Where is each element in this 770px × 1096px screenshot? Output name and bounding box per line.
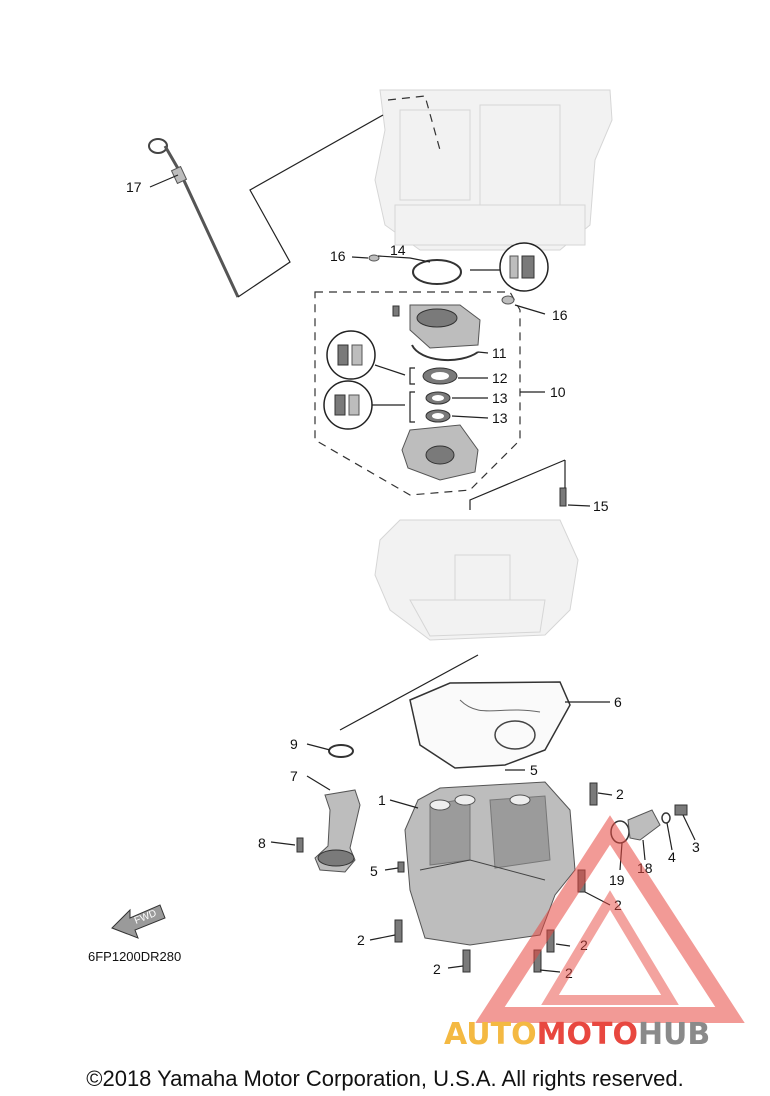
engine-block-ghost [374,89,613,251]
callout-5-low: 5 [370,863,378,879]
callout-2-e: 2 [433,961,441,977]
leader-line-gasket [339,654,479,731]
gasket-6 [409,681,571,769]
dipstick [148,138,240,298]
callout-6: 6 [614,694,622,710]
watermark-logo: AUTOMOTOHUB [444,815,745,1052]
callout-3: 3 [692,839,700,855]
callout-5-top: 5 [530,762,538,778]
callout-13-b: 13 [492,410,508,426]
callout-1: 1 [378,792,386,808]
callout-17: 17 [126,179,142,195]
callout-16-right: 16 [552,307,568,323]
seal-detail-bubble-top [470,242,549,292]
plug-18 [627,809,661,841]
seal-detail-bubble-mid [326,330,406,380]
callout-9: 9 [290,736,298,752]
leader-line-dipstick-guide [237,114,384,298]
pin-16-left [368,254,380,262]
pump-housing-upper [392,304,481,349]
oil-pan-1 [404,781,576,946]
leader-line-bolt-15 [469,459,566,510]
callout-10: 10 [550,384,566,400]
callout-13-a: 13 [492,390,508,406]
assembly-boundary-10 [314,291,521,496]
callout-16-left: 16 [330,248,346,264]
callout-19: 19 [609,872,625,888]
bolt-8 [296,837,304,853]
callout-4: 4 [668,849,676,865]
callout-2-c: 2 [357,932,365,948]
callout-15: 15 [593,498,609,514]
callout-14: 14 [390,242,406,258]
bolt-15 [559,487,567,507]
pin-5 [397,861,405,873]
oil-strainer-7 [314,789,361,873]
exhaust-guide-ghost [374,519,579,641]
seal-detail-bubble-low [323,380,405,430]
o-ring-14 [412,259,462,285]
gasket-9 [328,744,354,758]
watermark-text: AUTOMOTOHUB [444,1017,710,1052]
plug-3 [674,804,688,816]
pin-16-right [501,295,515,305]
forward-arrow-icon: FWD [111,904,166,939]
callout-8: 8 [258,835,266,851]
callout-2-a: 2 [616,786,624,802]
callout-11: 11 [492,345,507,361]
copyright-notice: ©2018 Yamaha Motor Corporation, U.S.A. A… [86,1066,684,1091]
diagram-ref-code: 6FP1200DR280 [88,949,181,964]
callout-7: 7 [290,768,298,784]
o-ring-4 [661,812,671,824]
gasket-11 [411,344,479,362]
callout-12: 12 [492,370,508,386]
